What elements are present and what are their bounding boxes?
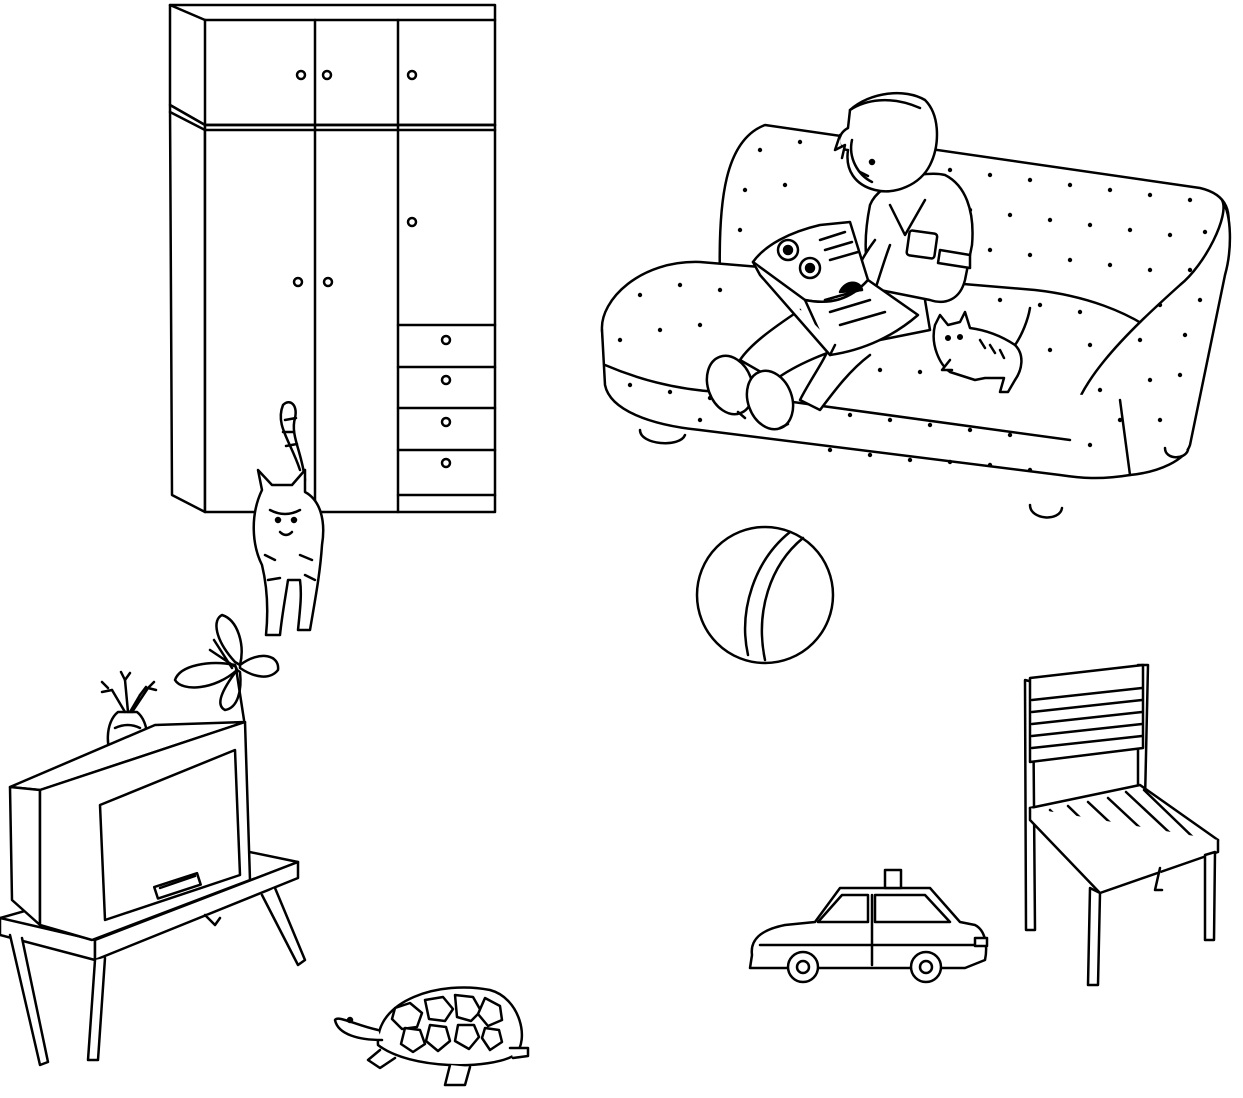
turtle (335, 987, 528, 1085)
boy-reading (699, 93, 972, 436)
wardrobe (170, 5, 495, 512)
butterfly (175, 615, 278, 720)
chair (1025, 665, 1218, 985)
cat (254, 402, 323, 635)
kitten (934, 308, 1030, 392)
ball (697, 527, 833, 663)
toy-car (750, 870, 987, 982)
open-book (753, 222, 918, 355)
tv-set (10, 722, 250, 940)
